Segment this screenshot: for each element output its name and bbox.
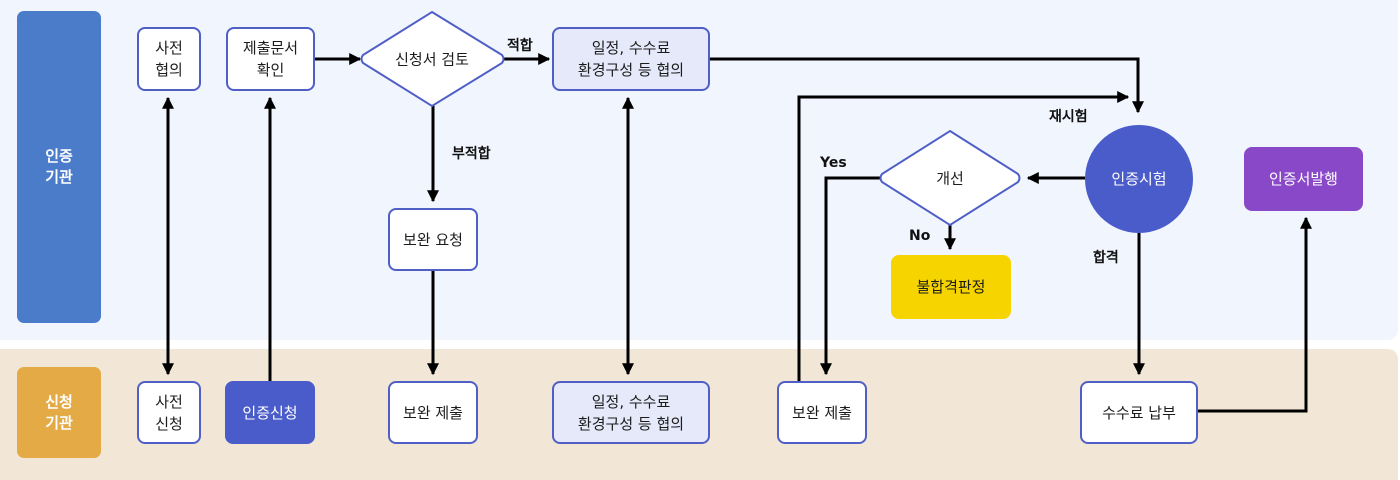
node-schedule-consult-bottom[interactable]: 일정, 수수료 환경구성 등 협의: [552, 381, 710, 444]
edge-label-fail: 부적합: [452, 146, 491, 162]
node-fail-decision[interactable]: 불합격판정: [891, 255, 1011, 319]
edge-label-pass: 적합: [507, 38, 533, 54]
edge-schedule-cert-test: [710, 57, 1144, 114]
node-fee-payment[interactable]: 수수료 납부: [1080, 381, 1198, 444]
diamond-improve: [879, 129, 1021, 227]
lane-label-certifier: 인증 기관: [17, 11, 101, 323]
node-cert-test[interactable]: 인증시험: [1085, 125, 1193, 233]
lane-label-applicant: 신청 기관: [17, 367, 101, 458]
diamond-app-review: [360, 10, 505, 108]
edge-fee-cert-issue: [1198, 216, 1312, 413]
node-schedule-consult-top[interactable]: 일정, 수수료 환경구성 등 협의: [552, 27, 710, 91]
node-supplement-submit-2[interactable]: 보완 제출: [777, 381, 867, 444]
node-app-review-label[interactable]: 신청서 검토: [395, 50, 469, 69]
node-pre-apply[interactable]: 사전 신청: [137, 381, 201, 444]
edge-label-passed: 합격: [1093, 250, 1119, 266]
node-doc-check[interactable]: 제출문서 확인: [226, 27, 315, 91]
edge-label-retest: 재시험: [1049, 109, 1088, 125]
edge-supplement-submit-retest: [797, 91, 1130, 381]
node-cert-apply[interactable]: 인증신청: [225, 381, 315, 444]
node-supplement-submit-1[interactable]: 보완 제출: [388, 381, 478, 444]
edge-improve-yes: [820, 176, 880, 376]
edge-label-no: No: [909, 228, 931, 244]
node-pre-consult[interactable]: 사전 협의: [137, 27, 201, 91]
node-cert-issue[interactable]: 인증서발행: [1244, 147, 1363, 211]
node-supplement-request[interactable]: 보완 요청: [388, 208, 478, 271]
edge-label-yes: Yes: [820, 155, 847, 171]
node-improve-label[interactable]: 개선: [936, 169, 964, 188]
